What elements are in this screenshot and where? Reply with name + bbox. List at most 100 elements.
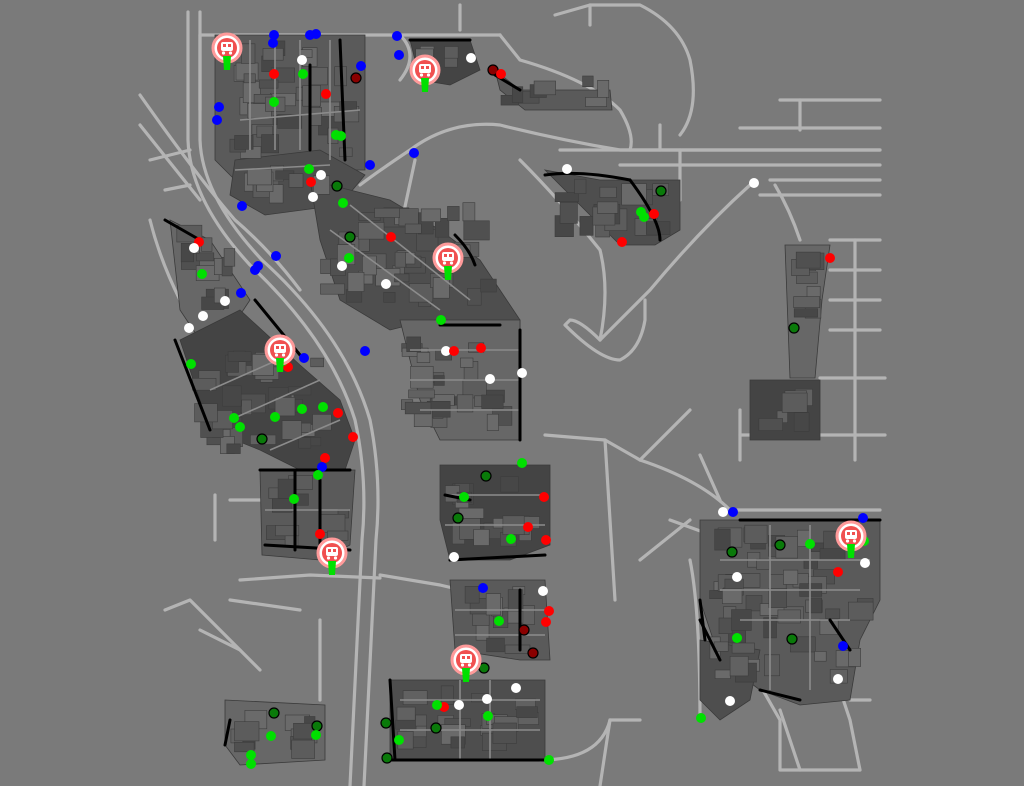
agent-marker <box>833 567 843 577</box>
agent-marker <box>317 462 327 472</box>
agent-marker <box>333 408 343 418</box>
agent-marker <box>237 201 247 211</box>
agent-marker <box>482 694 492 704</box>
agent-marker <box>541 617 551 627</box>
agent-marker <box>825 253 835 263</box>
agent-marker <box>350 72 362 84</box>
agent-marker <box>297 55 307 65</box>
agent-marker <box>338 198 348 208</box>
agent-marker <box>269 97 279 107</box>
agent-marker <box>494 616 504 626</box>
bus-station-icon[interactable] <box>409 54 441 92</box>
agent-marker <box>311 29 321 39</box>
agent-marker <box>250 265 260 275</box>
agent-marker <box>235 422 245 432</box>
agent-marker <box>485 374 495 384</box>
agent-marker <box>728 507 738 517</box>
bus-station-icon[interactable] <box>264 334 296 372</box>
agent-marker <box>380 717 392 729</box>
agent-marker <box>538 586 548 596</box>
agent-marker <box>269 30 279 40</box>
agent-marker <box>320 453 330 463</box>
bus-station-icon[interactable] <box>211 32 243 70</box>
agent-marker <box>268 38 278 48</box>
agent-marker <box>833 674 843 684</box>
agent-marker <box>220 296 230 306</box>
agent-marker <box>649 209 659 219</box>
agent-marker <box>344 231 356 243</box>
agent-marker <box>394 735 404 745</box>
agent-marker <box>517 368 527 378</box>
agent-marker <box>246 750 256 760</box>
agent-marker <box>315 529 325 539</box>
agent-marker <box>308 192 318 202</box>
agent-marker <box>483 711 493 721</box>
agent-marker <box>306 177 316 187</box>
agent-marker <box>478 583 488 593</box>
agent-marker <box>617 237 627 247</box>
agent-marker <box>271 251 281 261</box>
agent-marker <box>749 178 759 188</box>
agent-marker <box>392 31 402 41</box>
agent-marker <box>718 507 728 517</box>
agent-marker <box>321 89 331 99</box>
building-blocks <box>169 34 881 766</box>
agent-marker <box>506 534 516 544</box>
agent-marker <box>297 404 307 414</box>
agent-marker <box>459 492 469 502</box>
agent-marker <box>394 50 404 60</box>
agent-marker <box>336 131 346 141</box>
bus-station-icon[interactable] <box>432 242 464 280</box>
agent-marker <box>268 707 280 719</box>
agent-marker <box>266 731 276 741</box>
agent-marker <box>449 346 459 356</box>
agent-marker <box>788 322 800 334</box>
agent-marker <box>454 700 464 710</box>
agent-marker <box>360 346 370 356</box>
agent-marker <box>316 170 326 180</box>
agent-marker <box>466 53 476 63</box>
agent-marker <box>318 402 328 412</box>
agent-marker <box>409 148 419 158</box>
agent-marker <box>696 713 706 723</box>
agent-marker <box>246 759 256 769</box>
agent-marker <box>838 641 848 651</box>
agent-marker <box>212 115 222 125</box>
agent-marker <box>858 513 868 523</box>
agent-marker <box>541 535 551 545</box>
agent-marker <box>381 752 393 764</box>
agent-marker <box>539 492 549 502</box>
bus-station-icon[interactable] <box>450 644 482 682</box>
agent-marker <box>313 470 323 480</box>
agent-marker <box>331 180 343 192</box>
agent-marker <box>562 164 572 174</box>
agent-marker <box>311 720 323 732</box>
agent-marker <box>432 700 442 710</box>
agent-marker <box>186 359 196 369</box>
bus-station-icon[interactable] <box>316 537 348 575</box>
agent-marker <box>544 606 554 616</box>
agent-marker <box>214 102 224 112</box>
bus-station-icon[interactable] <box>835 520 867 558</box>
agent-marker <box>480 470 492 482</box>
agent-marker <box>726 546 738 558</box>
agent-marker <box>436 315 446 325</box>
agent-marker <box>381 279 391 289</box>
agent-marker <box>299 353 309 363</box>
agent-marker <box>655 185 667 197</box>
agent-marker <box>449 552 459 562</box>
agent-marker <box>511 683 521 693</box>
agent-marker <box>184 323 194 333</box>
agent-marker <box>725 696 735 706</box>
agent-marker <box>189 243 199 253</box>
agent-marker <box>269 69 279 79</box>
agent-marker <box>348 432 358 442</box>
agent-marker <box>198 311 208 321</box>
agent-marker <box>732 572 742 582</box>
agent-marker <box>229 413 239 423</box>
agent-marker <box>386 232 396 242</box>
agent-marker <box>452 512 464 524</box>
agent-marker <box>441 346 451 356</box>
